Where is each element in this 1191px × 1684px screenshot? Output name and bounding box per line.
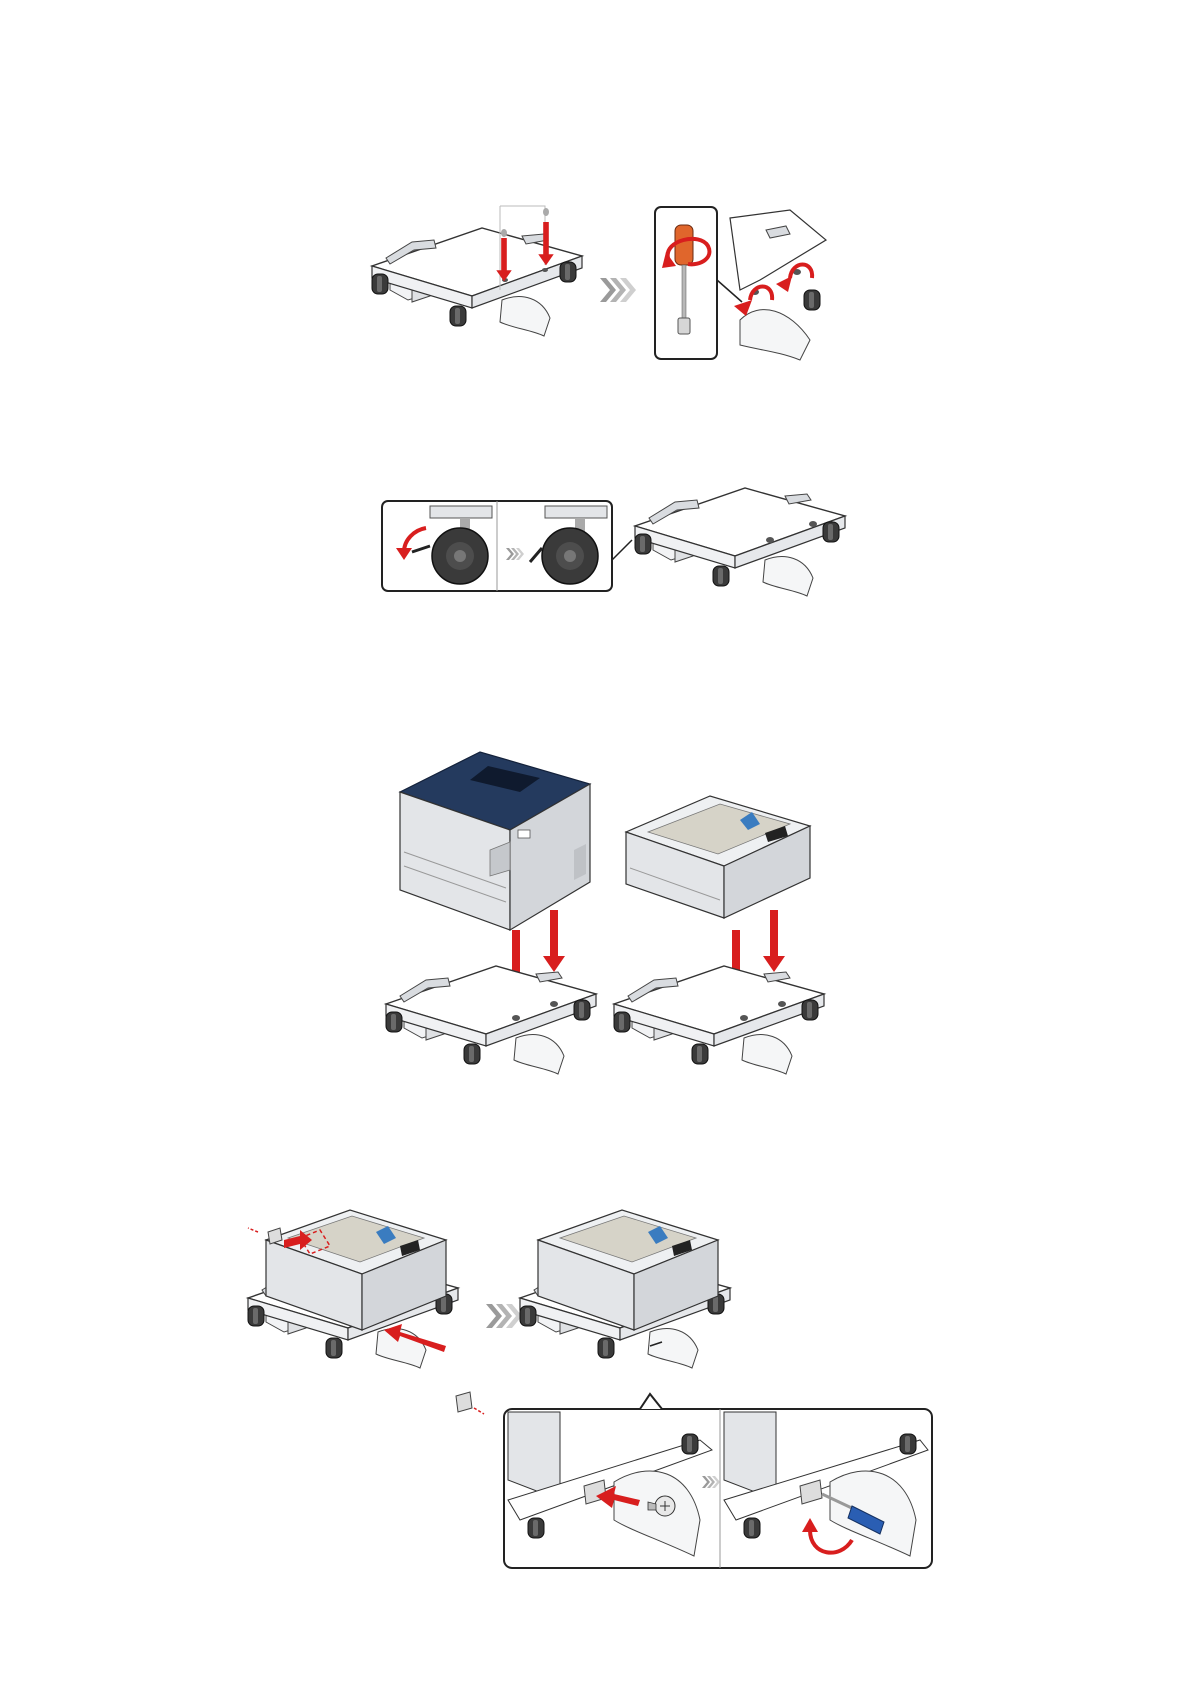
caster-stand-illustration xyxy=(386,966,596,1074)
step-4-illustration xyxy=(248,1210,932,1568)
caster-stand-illustration xyxy=(635,488,845,596)
caster-stand-illustration xyxy=(730,210,826,360)
tray-on-stand-illustration xyxy=(520,1210,730,1368)
printer-illustration xyxy=(400,752,590,930)
caster-stand-illustration xyxy=(372,228,582,336)
step-3-illustration xyxy=(386,752,824,1074)
screwdriver-callout xyxy=(655,207,742,359)
bracket-detail-callout xyxy=(504,1394,932,1568)
next-step-chevrons-icon xyxy=(486,1304,522,1328)
down-arrow-icon xyxy=(763,910,785,972)
rotate-arrow-icon xyxy=(750,287,772,301)
down-arrow-icon xyxy=(543,910,565,972)
rotate-arrow-icon xyxy=(790,265,812,279)
caster-stand-illustration xyxy=(614,966,824,1074)
caster-close-up-illustration xyxy=(382,501,632,591)
next-step-chevrons-icon xyxy=(600,278,636,302)
step-2-illustration xyxy=(382,488,845,596)
tray-on-stand-illustration xyxy=(248,1210,484,1414)
tray-unit-illustration xyxy=(626,796,810,918)
step-1-illustration xyxy=(372,206,826,360)
bracket-icon xyxy=(456,1392,472,1412)
